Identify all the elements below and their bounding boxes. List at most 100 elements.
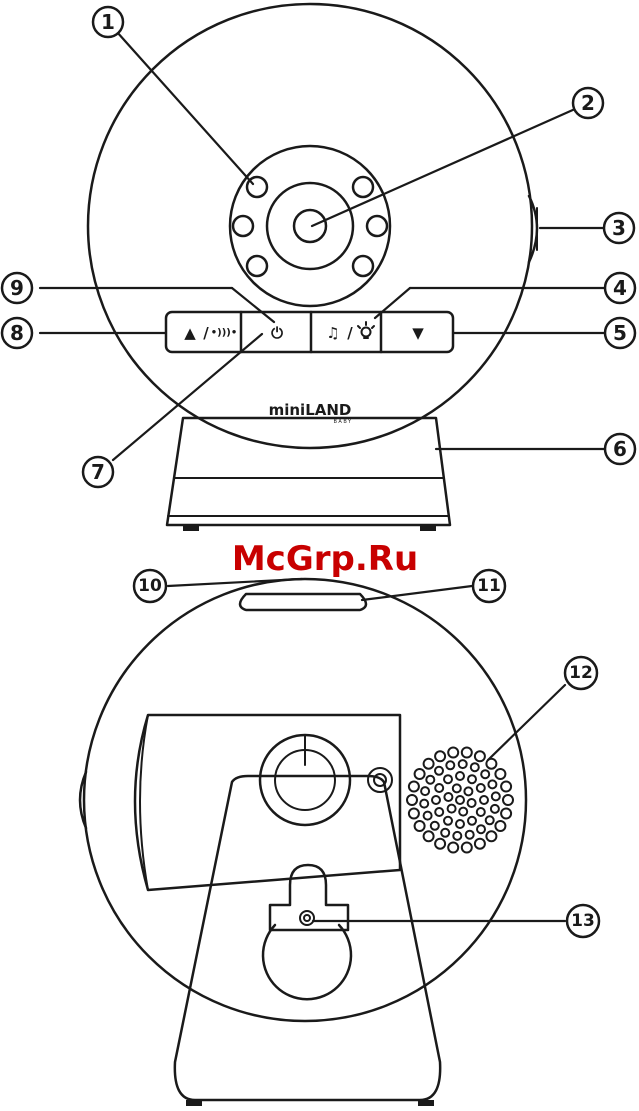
speaker-hole	[435, 751, 445, 761]
svg-text:4: 4	[613, 276, 627, 300]
speaker-hole	[448, 805, 456, 813]
callout-6: 6	[605, 434, 635, 464]
svg-text:9: 9	[10, 276, 24, 300]
speaker-hole	[475, 751, 485, 761]
handle	[240, 594, 366, 610]
leader-lines	[40, 32, 605, 921]
svg-text:11: 11	[477, 576, 501, 596]
speaker-hole	[435, 767, 443, 775]
camera-assembly	[230, 146, 390, 306]
ir-led	[367, 216, 387, 236]
brand-logo: miniLAND	[269, 401, 352, 419]
speaker-hole	[459, 808, 467, 816]
speaker-hole	[462, 748, 472, 758]
speaker-hole	[421, 787, 429, 795]
rear-camera-housing	[260, 735, 392, 825]
speaker-hole	[448, 748, 458, 758]
speaker-hole	[477, 784, 485, 792]
speaker-hole	[456, 796, 464, 804]
callout-2: 2	[573, 88, 603, 118]
svg-text:3: 3	[612, 216, 626, 240]
tripod-socket	[300, 911, 314, 925]
callout-12: 12	[565, 657, 597, 689]
speaker-hole	[407, 795, 417, 805]
speaker-hole	[480, 796, 488, 804]
callout-3: 3	[604, 213, 634, 243]
speaker-hole	[426, 776, 434, 784]
ir-led	[247, 256, 267, 276]
callout-1: 1	[93, 7, 123, 37]
speaker-hole	[409, 809, 419, 819]
button-strip: ▲ / •)))• ⏻ ♫ / ▼	[166, 312, 453, 352]
separator: /	[347, 324, 353, 342]
speaker-hole	[456, 820, 464, 828]
svg-text:2: 2	[581, 91, 595, 115]
speaker-hole	[435, 808, 443, 816]
speaker-hole	[444, 793, 452, 801]
svg-text:12: 12	[569, 663, 593, 683]
speaker-hole	[415, 769, 425, 779]
svg-text:8: 8	[10, 321, 24, 345]
speaker-hole	[424, 831, 434, 841]
brand-logo-sub: BABY	[333, 419, 352, 425]
svg-text:1: 1	[101, 10, 115, 34]
callout-13: 13	[567, 905, 599, 937]
speaker-hole	[448, 843, 458, 853]
callout-4: 4	[605, 273, 635, 303]
ir-led	[353, 256, 373, 276]
front-view: ▲ / •)))• ⏻ ♫ / ▼	[88, 4, 537, 531]
ir-led	[233, 216, 253, 236]
speaker-hole	[471, 763, 479, 771]
speaker-hole	[477, 808, 485, 816]
svg-text:6: 6	[613, 437, 627, 461]
callout-7: 7	[83, 457, 113, 487]
volume-up-vox-button[interactable]: ▲ / •)))•	[184, 324, 237, 342]
speaker-hole	[415, 821, 425, 831]
speaker-hole	[501, 782, 511, 792]
speaker-hole	[444, 775, 452, 783]
speaker-hole	[481, 770, 489, 778]
speaker-hole	[424, 812, 432, 820]
back-view	[80, 579, 526, 1106]
speaker-hole	[453, 784, 461, 792]
svg-text:10: 10	[138, 576, 162, 596]
speaker-hole	[477, 825, 485, 833]
down-arrow-icon: ▼	[412, 324, 424, 342]
speaker-hole	[431, 822, 439, 830]
speaker-hole	[492, 792, 500, 800]
svg-text:5: 5	[613, 321, 627, 345]
speaker-hole	[501, 809, 511, 819]
front-foot-right	[420, 525, 436, 531]
speaker-hole	[495, 821, 505, 831]
speaker-hole	[409, 782, 419, 792]
lightbulb-icon	[358, 322, 374, 338]
callout-10: 10	[134, 570, 166, 602]
speaker-hole	[466, 831, 474, 839]
ir-led	[353, 177, 373, 197]
volume-down-button[interactable]: ▼	[412, 324, 424, 342]
speaker-hole	[495, 769, 505, 779]
front-body	[88, 4, 532, 448]
speaker-hole	[441, 829, 449, 837]
music-light-button[interactable]: ♫ /	[326, 322, 374, 342]
speaker-hole	[486, 831, 496, 841]
speaker-hole	[435, 784, 443, 792]
speaker-hole	[491, 805, 499, 813]
svg-text:7: 7	[91, 460, 105, 484]
back-foot-right	[418, 1100, 434, 1106]
speaker-hole	[503, 795, 513, 805]
watermark-text: McGrp.Ru	[232, 539, 418, 579]
separator: /	[203, 324, 209, 342]
speaker-hole	[459, 760, 467, 768]
speaker-hole	[456, 772, 464, 780]
speaker-hole	[435, 839, 445, 849]
power-button[interactable]: ⏻	[271, 324, 283, 342]
speaker-hole	[444, 817, 452, 825]
music-note-icon: ♫	[326, 324, 339, 342]
up-arrow-icon: ▲	[184, 324, 196, 342]
speaker-hole	[420, 800, 428, 808]
front-stand	[167, 418, 450, 531]
callout-11: 11	[473, 570, 505, 602]
callout-8: 8	[2, 318, 32, 348]
